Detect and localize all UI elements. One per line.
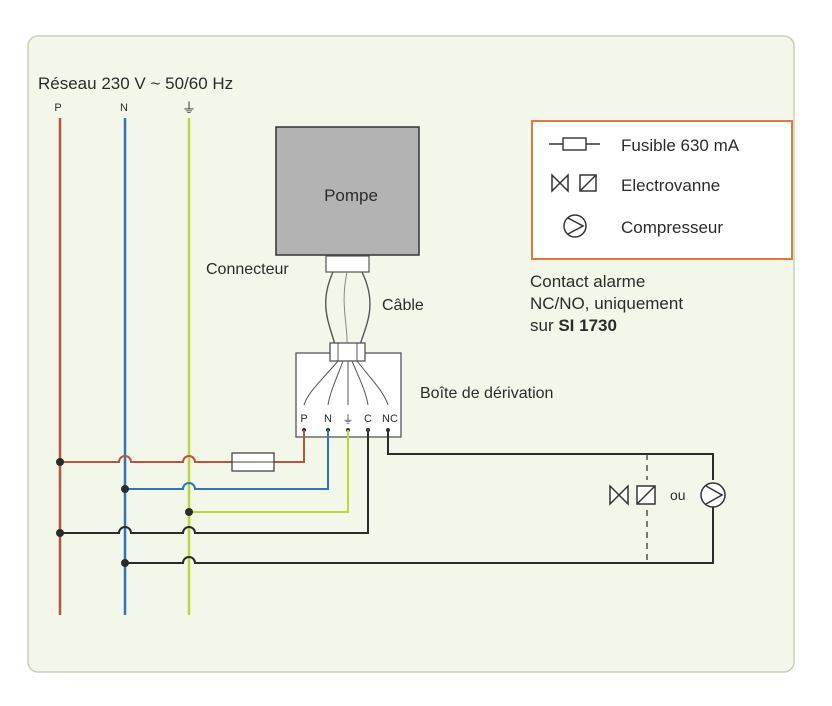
junction-box-label: Boîte de dérivation bbox=[420, 385, 553, 402]
line-label-n: N bbox=[120, 102, 128, 114]
junction-dot-p bbox=[56, 458, 64, 466]
pump-label: Pompe bbox=[324, 186, 378, 205]
wire-n bbox=[125, 430, 329, 490]
alarm-note-model: SI 1730 bbox=[558, 316, 617, 335]
terminal-label-n: N bbox=[324, 413, 332, 425]
connector-label: Connecteur bbox=[206, 261, 289, 278]
cable bbox=[325, 271, 336, 346]
legend-compressor-label: Compresseur bbox=[621, 218, 723, 237]
junction-dot-n bbox=[121, 485, 129, 493]
legend-compressor-icon bbox=[563, 214, 587, 238]
cable-gland bbox=[329, 342, 366, 362]
wire-nc bbox=[387, 430, 714, 480]
alarm-note-line2: NC/NO, uniquement bbox=[530, 294, 683, 313]
legend-solenoid-valve-icon bbox=[551, 173, 597, 193]
legend-fuse-label: Fusible 630 mA bbox=[621, 136, 740, 155]
solenoid-valve-icon bbox=[609, 484, 656, 506]
terminal-label-nc: NC bbox=[382, 413, 398, 425]
compressor-icon bbox=[700, 482, 726, 508]
alarm-note-line1: Contact alarme bbox=[530, 272, 645, 291]
pump-box bbox=[275, 126, 420, 256]
alarm-note-line3: sur SI 1730 bbox=[530, 316, 617, 335]
legend-valve-label: Electrovanne bbox=[621, 176, 720, 195]
wire-load-return bbox=[125, 495, 714, 564]
junction-dot-earth bbox=[185, 508, 193, 516]
connector bbox=[325, 255, 370, 273]
terminal-label-c: C bbox=[364, 413, 372, 425]
junction-dot-c bbox=[56, 529, 64, 537]
legend-fuse-icon bbox=[549, 137, 600, 151]
wire-c bbox=[60, 430, 369, 534]
cable-label: Câble bbox=[382, 297, 424, 314]
line-label-earth: ⏚ bbox=[182, 100, 196, 116]
wire-earth bbox=[189, 430, 349, 513]
terminal-label-earth: ⏚ bbox=[343, 413, 354, 426]
or-label: ou bbox=[670, 487, 686, 503]
wire-p bbox=[60, 430, 305, 463]
line-label-p: P bbox=[54, 102, 61, 114]
fuse-icon bbox=[231, 452, 275, 472]
network-title: Réseau 230 V ~ 50/60 Hz bbox=[38, 74, 233, 93]
terminal-label-p: P bbox=[300, 413, 307, 425]
junction-dot-return bbox=[121, 559, 129, 567]
